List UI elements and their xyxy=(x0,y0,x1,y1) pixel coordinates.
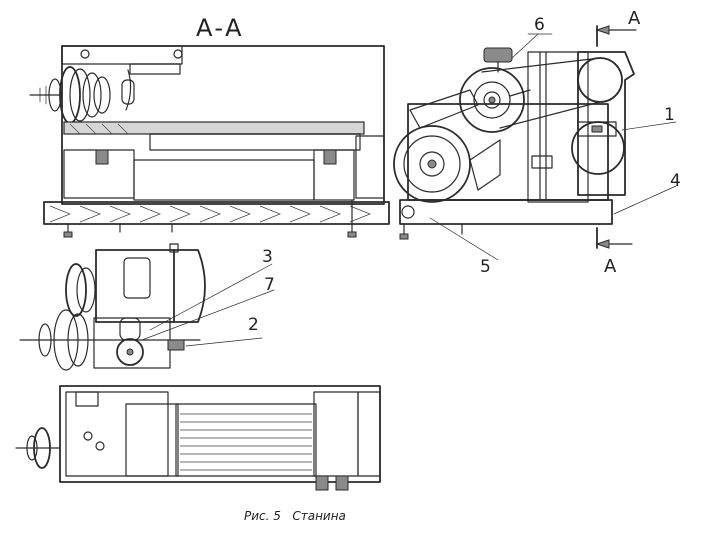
side-view: А А xyxy=(393,8,641,277)
adjust-knob xyxy=(483,47,513,63)
callouts: 1 2 3 4 5 6 7 xyxy=(248,15,681,335)
pulley-lower xyxy=(393,125,471,203)
callout-2: 2 xyxy=(248,315,259,335)
upper-housing xyxy=(61,45,385,205)
callout-6: 6 xyxy=(534,15,545,35)
section-title: А-А xyxy=(196,14,244,42)
motor-housing xyxy=(577,51,635,196)
base-bolts xyxy=(63,199,357,238)
callout-3: 3 xyxy=(262,247,273,267)
callout-1: 1 xyxy=(664,105,675,125)
clamp-wheel xyxy=(116,338,144,366)
left-pulley xyxy=(29,66,111,124)
callout-4: 4 xyxy=(670,171,681,191)
motor-body xyxy=(95,249,175,323)
callout-7: 7 xyxy=(264,275,275,295)
plan-view xyxy=(15,385,381,491)
section-mark-top: А xyxy=(628,8,641,29)
figure-caption: Рис. 5 Станина xyxy=(244,509,346,523)
motor-assembly-view xyxy=(19,243,275,371)
wood-base xyxy=(43,201,390,225)
callout-5: 5 xyxy=(480,257,491,277)
pulley-upper xyxy=(459,67,525,133)
section-mark-bottom: А xyxy=(604,256,617,277)
base-plate xyxy=(399,199,613,225)
section-a-a-view: А-А xyxy=(29,14,390,238)
cutting-plane-a: А А xyxy=(595,8,641,277)
plan-outline xyxy=(59,385,381,483)
